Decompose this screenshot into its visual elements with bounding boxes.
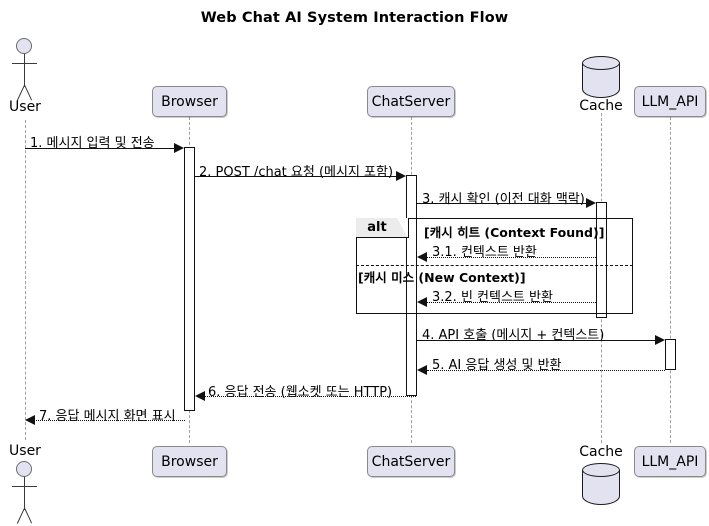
participant-label-cache-top: Cache (579, 98, 623, 114)
message-line-1 (25, 148, 175, 149)
activation-browser (184, 147, 195, 411)
participant-chatserver-bottom[interactable]: ChatServer (367, 446, 455, 477)
participant-llm-bottom[interactable]: LLM_API (634, 446, 706, 477)
actor-leg-left-icon (16, 508, 25, 524)
actor-head-icon (16, 461, 32, 477)
message-line-3 (416, 203, 586, 204)
message-label-6: 6. 응답 전송 (웹소켓 또는 HTTP) (208, 385, 393, 400)
message-label-3: 3. 캐시 확인 (이전 대화 맥락) (422, 192, 585, 207)
participant-browser-top[interactable]: Browser (152, 86, 227, 117)
participant-label-browser-top: Browser (161, 93, 218, 110)
alt-guard-condition-2: [캐시 미스 (New Context)] (358, 270, 526, 285)
participant-label-cache-bottom: Cache (579, 444, 623, 460)
message-arrowhead-3-1 (417, 252, 427, 262)
database-cylinder-top-icon (582, 463, 620, 477)
participant-cache-top[interactable] (582, 56, 620, 98)
message-line-5 (427, 370, 665, 371)
participant-cache-bottom[interactable] (582, 463, 620, 505)
message-line-6 (205, 396, 416, 397)
actor-leg-right-icon (24, 507, 33, 524)
lifeline-llm (670, 117, 671, 443)
message-label-7: 7. 응답 메시지 화면 표시 (39, 409, 176, 424)
message-arrowhead-5 (417, 365, 427, 375)
message-arrowhead-1 (174, 143, 184, 153)
participant-llm-top[interactable]: LLM_API (634, 86, 706, 117)
message-label-3-2: 3.2. 빈 컨텍스트 반환 (432, 290, 553, 305)
alt-guard-condition-1: [캐시 히트 (Context Found)] (424, 225, 605, 240)
alt-fragment-tab-notch-icon (397, 218, 408, 237)
message-arrowhead-3 (586, 198, 596, 208)
actor-body-icon (24, 54, 25, 87)
message-label-5: 5. AI 응답 생성 및 반환 (432, 358, 562, 373)
message-label-3-1: 3.1. 컨텍스트 반환 (432, 245, 537, 260)
message-line-3-2 (427, 302, 596, 303)
participant-label-user-bottom: User (9, 443, 41, 459)
participant-user-top[interactable] (0, 38, 50, 116)
lifeline-user (25, 120, 26, 440)
participant-user-bottom[interactable] (0, 461, 50, 526)
message-line-3-1 (427, 257, 596, 258)
participant-label-chatserver-bottom: ChatServer (371, 453, 451, 470)
message-label-1: 1. 메시지 입력 및 전송 (30, 136, 155, 151)
message-arrowhead-2 (396, 171, 406, 181)
message-arrowhead-3-2 (417, 297, 427, 307)
alt-fragment-divider (356, 265, 633, 266)
activation-chatserver (406, 175, 417, 396)
message-label-2: 2. POST /chat 요청 (메시지 포함) (199, 165, 394, 180)
activation-cache (596, 202, 607, 318)
participant-label-chatserver-top: ChatServer (371, 93, 451, 110)
actor-head-icon (16, 38, 32, 54)
message-line-2 (194, 176, 396, 177)
alt-fragment-operator-label: alt (367, 220, 387, 235)
activation-llm (665, 339, 676, 370)
message-line-4 (416, 340, 655, 341)
message-arrowhead-7 (25, 415, 35, 425)
message-line-7 (36, 420, 185, 421)
actor-arms-icon (12, 486, 37, 487)
message-arrowhead-6 (195, 391, 205, 401)
alt-fragment-tab: alt (356, 218, 409, 238)
participant-label-user-top: User (9, 99, 41, 115)
participant-label-llm-bottom: LLM_API (641, 453, 699, 470)
actor-arms-icon (12, 63, 37, 64)
participant-label-llm-top: LLM_API (641, 93, 699, 110)
page-title: Web Chat AI System Interaction Flow (200, 10, 509, 26)
message-label-4: 4. API 호출 (메시지 + 컨텍스트) (422, 328, 605, 343)
participant-label-browser-bottom: Browser (161, 453, 218, 470)
actor-body-icon (24, 477, 25, 510)
alt-fragment-frame (356, 218, 633, 314)
participant-browser-bottom[interactable]: Browser (152, 446, 227, 477)
participant-chatserver-top[interactable]: ChatServer (367, 86, 455, 117)
database-cylinder-top-icon (582, 56, 620, 70)
message-arrowhead-4 (655, 335, 665, 345)
